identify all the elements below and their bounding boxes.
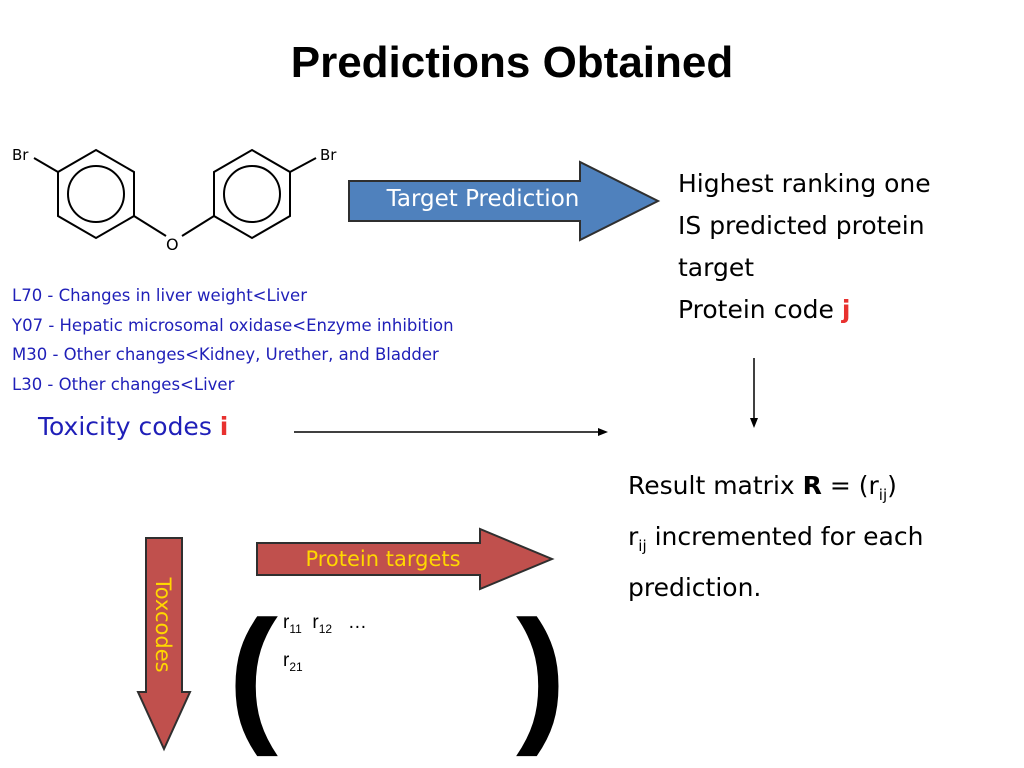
target-prediction-label: Target Prediction [386, 186, 580, 212]
toxicity-codes-text: Toxicity codes [38, 412, 220, 441]
matrix-row-2: r21 [283, 645, 367, 683]
highest-line-2: IS predicted protein [678, 211, 925, 240]
right-benzene-ring [213, 148, 291, 240]
protein-code-text: Protein code [678, 295, 842, 324]
highest-line-4: Protein code j [678, 289, 931, 331]
result-line-3: prediction. [628, 573, 762, 602]
result-matrix-text: Result matrix R = (rij) rij incremented … [628, 465, 923, 609]
left-benzene-ring [57, 148, 135, 240]
result-prefix: Result matrix [628, 471, 803, 500]
toxicity-item: M30 - Other changes<Kidney, Urether, and… [12, 345, 439, 364]
left-br-bond [33, 157, 59, 173]
toxcodes-arrow [136, 537, 192, 752]
toxicity-item: Y07 - Hepatic microsomal oxidase<Enzyme … [12, 315, 454, 335]
highest-ranking-text: Highest ranking one IS predicted protein… [678, 163, 931, 331]
highest-line-3: target [678, 253, 755, 282]
result-r: r [628, 522, 639, 551]
result-r-sub: ij [638, 537, 647, 555]
matrix-open-paren: ( [228, 589, 278, 757]
toxicity-list: L70 - Changes in liver weight<Liver Y07 … [12, 281, 454, 399]
target-prediction-arrow [348, 160, 661, 242]
result-increment-text: incremented for each [646, 522, 924, 551]
right-br-label: Br [320, 146, 337, 164]
protein-targets-arrow [256, 527, 555, 591]
right-o-bond [181, 215, 215, 237]
left-ring-circle [67, 165, 125, 223]
matrix-ellipsis: … [347, 612, 367, 633]
oxygen-label: O [166, 235, 179, 254]
matrix-r12: r12 [312, 612, 333, 636]
toxicity-codes-label: Toxicity codes i [38, 412, 228, 441]
highest-line-1: Highest ranking one [678, 169, 931, 198]
result-line-2: rij incremented for each [628, 516, 923, 567]
result-line-1: Result matrix R = (rij) [628, 465, 923, 516]
toxicity-index-i: i [219, 412, 229, 441]
toxicity-item: L70 - Changes in liver weight<Liver [12, 286, 307, 305]
matrix-contents: r11 r12 … r21 [283, 607, 367, 683]
molecule-diagram: Br Br O [12, 146, 337, 254]
matrix-close-paren: ) [516, 589, 566, 757]
result-symbol: R [802, 471, 822, 500]
right-br-bond [289, 157, 317, 173]
page-title: Predictions Obtained [290, 38, 734, 87]
toxcodes-label: Toxcodes [151, 577, 175, 673]
left-br-label: Br [12, 146, 29, 164]
matrix-row-1: r11 r12 … [283, 607, 367, 645]
matrix-r11: r11 [283, 612, 302, 636]
left-o-bond [133, 215, 167, 237]
matrix-r21: r21 [283, 649, 303, 674]
protein-index-j: j [841, 295, 851, 324]
protein-to-matrix-arrow [750, 358, 758, 428]
toxicity-to-matrix-arrow [294, 428, 608, 436]
toxicity-item: L30 - Other changes<Liver [12, 374, 235, 394]
protein-targets-label: Protein targets [305, 547, 461, 571]
result-sub: ij [878, 486, 888, 504]
right-ring-circle [223, 165, 281, 223]
result-eq: = (r [821, 471, 879, 500]
result-close: ) [887, 471, 897, 500]
